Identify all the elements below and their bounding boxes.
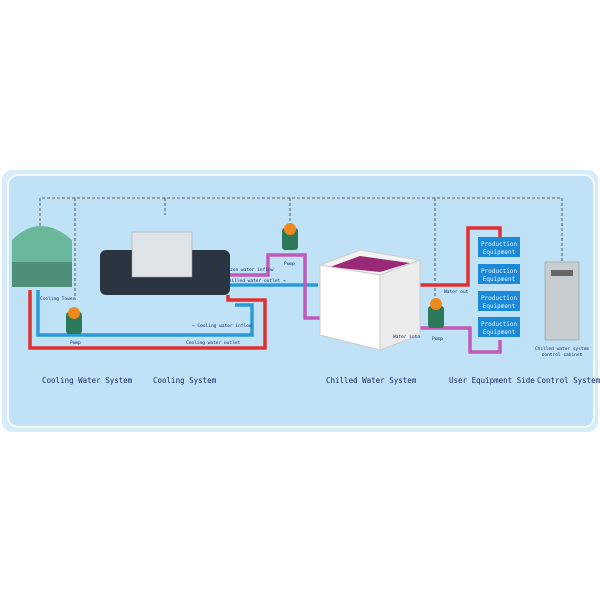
frozen-water-inflow-label: Frozen water inflow [222, 267, 274, 273]
frozen-water-inflow-pipe [228, 253, 345, 320]
svg-text:Production: Production [481, 241, 518, 248]
svg-text:Production: Production [481, 295, 518, 302]
user-return-pipe [420, 226, 502, 287]
system-label: Control System [537, 376, 600, 385]
cooling-water-outlet-label: Cooling water outlet [186, 340, 240, 346]
svg-text:Equipment: Equipment [483, 249, 516, 256]
pump-label: Pump [432, 336, 443, 342]
control-cabinet [544, 261, 580, 341]
chilled-water-outlet-label: Chilled water outlet → [226, 278, 286, 284]
svg-text:Equipment: Equipment [483, 329, 516, 336]
control-cabinet-label: Chilled water system [535, 346, 589, 352]
water-out-label: Water out [444, 289, 469, 295]
system-label: Cooling System [153, 376, 217, 385]
chilled-water-tank [318, 249, 422, 351]
cooling-water-outlet-pipe [28, 290, 267, 350]
svg-text:Production: Production [481, 268, 518, 275]
pump-icon [66, 307, 82, 334]
cooling-water-inflow-label: → Cooling water inflow [192, 323, 252, 329]
cooling-water-inflow-pipe [36, 290, 254, 337]
svg-text:Production: Production [481, 321, 518, 328]
pump-icon [428, 298, 444, 328]
control-cabinet-label: control cabinet [542, 352, 583, 358]
svg-text:Equipment: Equipment [483, 276, 516, 283]
pump-label: Pump [70, 340, 81, 346]
system-label: User Equipment Side [449, 376, 535, 385]
cooling-tower [12, 226, 72, 287]
pump-label: Pump [284, 261, 295, 267]
cooling-tower-label: Cooling Tower [40, 296, 76, 302]
water-into-label: Water into [393, 334, 420, 340]
system-label: Chilled Water System [326, 376, 417, 385]
system-label: Cooling Water System [42, 376, 133, 385]
pump-icon [282, 223, 298, 250]
chiller-unit [100, 231, 230, 295]
svg-text:Equipment: Equipment [483, 303, 516, 310]
